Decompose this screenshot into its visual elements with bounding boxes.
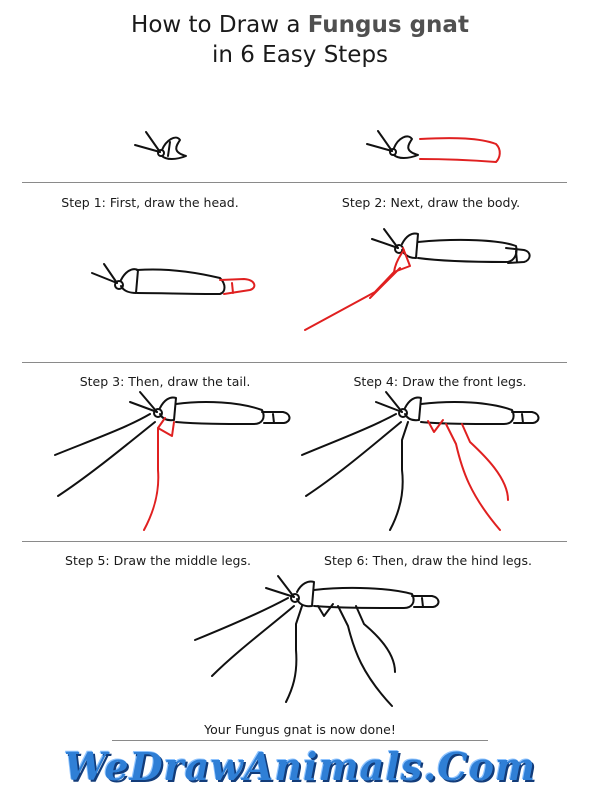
site-logo: WeDrawAnimals.Com [63, 744, 537, 789]
final-caption: Your Fungus gnat is now done! [204, 722, 396, 737]
step-3-drawing [91, 263, 256, 295]
step-3-caption: Step 3: Then, draw the tail. [79, 374, 251, 389]
step-6-caption: Step 6: Then, draw the hind legs. [324, 553, 532, 568]
step-2-caption: Step 2: Next, draw the body. [341, 195, 521, 210]
step-4-caption: Step 4: Draw the front legs. [353, 374, 527, 389]
divider-3 [22, 541, 567, 542]
title-line-2: in 6 Easy Steps [211, 42, 389, 68]
step-2-drawing [366, 130, 501, 163]
page-title: How to Draw a Fungus gnat in 6 Easy Step… [0, 10, 600, 70]
step-1-drawing [134, 131, 187, 160]
divider-4 [112, 740, 488, 741]
final-drawing [194, 575, 440, 707]
title-prefix: How to Draw a [131, 12, 308, 38]
title-line-1: How to Draw a Fungus gnat [0, 10, 600, 40]
step-4-drawing [304, 228, 531, 331]
step-6-drawing [301, 391, 540, 531]
title-animal-name: Fungus gnat [307, 12, 469, 38]
step-5-drawing [54, 391, 291, 531]
step-5-caption: Step 5: Draw the middle legs. [65, 553, 251, 568]
divider-2 [22, 362, 567, 363]
divider-1 [22, 182, 567, 183]
step-1-caption: Step 1: First, draw the head. [61, 195, 239, 210]
